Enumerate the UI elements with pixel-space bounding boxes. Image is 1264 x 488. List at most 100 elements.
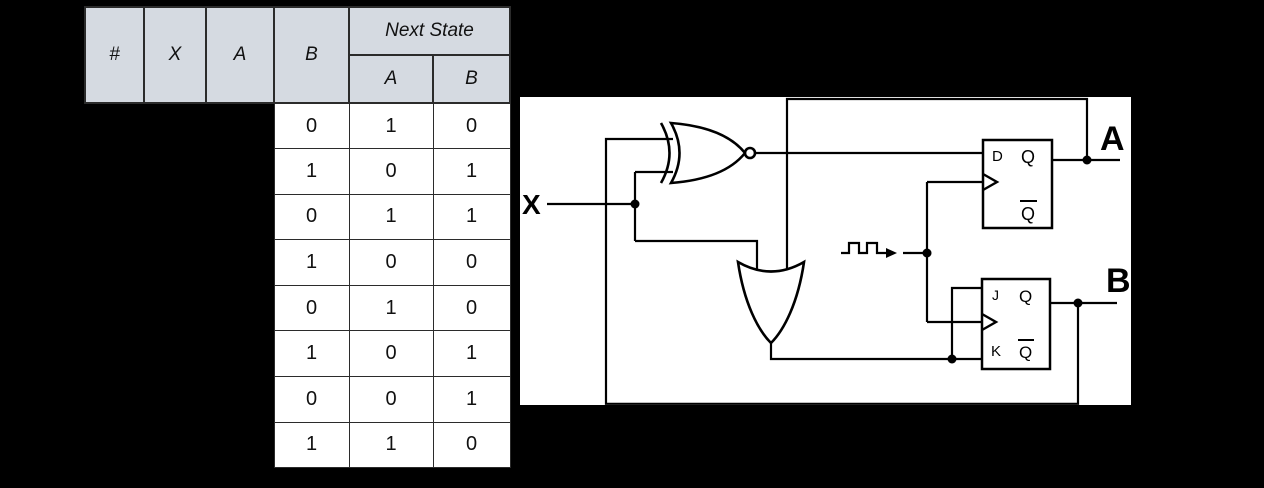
junction-dots xyxy=(630,155,1092,364)
hidden-cell xyxy=(206,239,274,286)
cell-next-a: 0 xyxy=(348,330,434,378)
hidden-cell xyxy=(144,148,206,195)
cell-b: 0 xyxy=(273,102,350,150)
junction-x xyxy=(630,199,640,209)
clock-arrowhead xyxy=(886,248,897,258)
d-ff-clock-triangle xyxy=(982,172,1000,192)
header-x: X xyxy=(143,6,207,104)
hidden-cell xyxy=(206,422,274,468)
hidden-cell xyxy=(206,103,274,149)
cell-next-b: 1 xyxy=(432,193,511,241)
xor-input-arc xyxy=(659,122,671,184)
jk-ff-label-k: K xyxy=(991,343,1001,360)
cell-b: 0 xyxy=(273,284,350,332)
hidden-cell xyxy=(85,239,144,286)
header-b: B xyxy=(273,6,350,104)
hidden-cell xyxy=(85,148,144,195)
hidden-cell xyxy=(144,239,206,286)
header-a: A xyxy=(205,6,275,104)
hidden-cell xyxy=(206,330,274,377)
cell-next-a: 0 xyxy=(348,148,434,195)
cell-b: 0 xyxy=(273,376,350,423)
hidden-cell xyxy=(144,194,206,240)
hidden-cell xyxy=(206,376,274,423)
hidden-cell xyxy=(85,376,144,423)
d-ff-label-q: Q xyxy=(1021,147,1035,167)
cell-next-b: 1 xyxy=(432,376,511,423)
or-body xyxy=(736,259,806,345)
d-flip-flop: D Q Q xyxy=(981,138,1054,230)
table-row: 0 1 0 xyxy=(85,284,511,332)
cell-next-b: 0 xyxy=(432,284,511,332)
hidden-cell xyxy=(85,103,144,149)
hidden-cell xyxy=(144,376,206,423)
xnor-body xyxy=(668,121,747,185)
xnor-output-bubble xyxy=(743,146,757,160)
hidden-cell xyxy=(206,148,274,195)
xnor-gate xyxy=(659,121,757,185)
hidden-cell xyxy=(144,422,206,468)
table-row: 1 1 0 xyxy=(85,421,511,469)
wire-b-feedback xyxy=(604,137,1080,405)
table-row: 0 0 1 xyxy=(85,376,511,423)
hidden-cell xyxy=(85,422,144,468)
junction-jk-input xyxy=(947,354,957,364)
truth-table: # X A B Next State A B 0 1 0 xyxy=(84,6,511,469)
header-next-a: A xyxy=(348,54,434,104)
jk-ff-label-q: Q xyxy=(1019,287,1032,306)
wire-x-to-or xyxy=(635,239,759,279)
cell-next-a: 1 xyxy=(348,193,434,241)
hidden-cell xyxy=(85,285,144,331)
hidden-cell xyxy=(206,285,274,331)
wires xyxy=(547,97,1120,405)
wire-a-feedback xyxy=(785,97,1089,279)
header-next-state: Next State xyxy=(348,6,511,56)
clock-waveform-icon xyxy=(841,241,897,258)
table-row: 1 0 1 xyxy=(85,148,511,195)
jk-ff-label-j: J xyxy=(992,287,999,303)
hidden-cell xyxy=(144,330,206,377)
cell-b: 1 xyxy=(273,330,350,378)
cell-next-b: 1 xyxy=(432,330,511,378)
table-row: 0 1 1 xyxy=(85,193,511,241)
cell-next-a: 0 xyxy=(348,376,434,423)
cell-next-b: 0 xyxy=(432,102,511,150)
junction-clock xyxy=(922,248,932,258)
cell-b: 0 xyxy=(273,193,350,241)
hidden-cell xyxy=(144,103,206,149)
cell-b: 1 xyxy=(273,421,350,469)
jk-flip-flop: J Q K Q xyxy=(980,277,1052,371)
cell-next-a: 1 xyxy=(348,102,434,150)
cell-next-a: 1 xyxy=(348,421,434,469)
output-label-a: A xyxy=(1100,120,1125,158)
hidden-cell xyxy=(206,194,274,240)
cell-next-a: 1 xyxy=(348,284,434,332)
output-label-b: B xyxy=(1106,262,1131,300)
cell-next-b: 0 xyxy=(432,239,511,286)
jk-ff-clock-triangle xyxy=(981,312,999,332)
d-ff-label-qbar: Q xyxy=(1021,204,1035,224)
table-row: 1 0 1 xyxy=(85,330,511,378)
hidden-cell xyxy=(85,194,144,240)
header-hash: # xyxy=(84,6,145,104)
hidden-cell xyxy=(144,285,206,331)
jk-ff-label-qbar: Q xyxy=(1019,343,1032,362)
hidden-cell xyxy=(85,330,144,377)
junction-b-output xyxy=(1073,298,1083,308)
cell-next-a: 0 xyxy=(348,239,434,286)
cell-next-b: 1 xyxy=(432,148,511,195)
cell-next-b: 0 xyxy=(432,421,511,469)
header-next-b: B xyxy=(432,54,511,104)
table-row: 0 1 0 xyxy=(85,102,511,150)
wire-or-to-j xyxy=(950,286,982,359)
d-ff-label-d: D xyxy=(992,148,1003,165)
table-row: 1 0 0 xyxy=(85,239,511,286)
cell-b: 1 xyxy=(273,148,350,195)
input-label-x: X xyxy=(522,189,541,220)
circuit-diagram: D Q Q J Q K Q X A B xyxy=(520,97,1131,405)
or-gate xyxy=(736,259,806,345)
circuit-svg: D Q Q J Q K Q X A B xyxy=(522,97,1131,405)
cell-b: 1 xyxy=(273,239,350,286)
junction-a-output xyxy=(1082,155,1092,165)
